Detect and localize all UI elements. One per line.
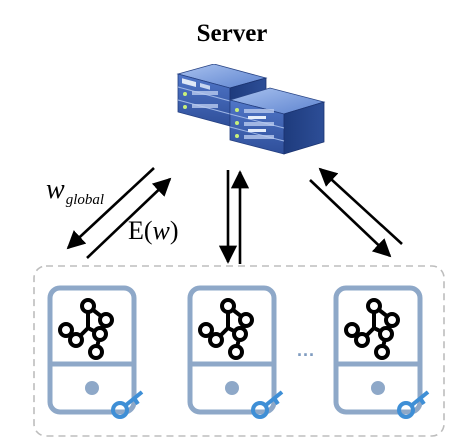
clients-group-border [33,265,445,437]
client-device-2 [187,285,284,419]
mobile-device-icon [47,285,137,415]
download-arrow-right [309,179,392,258]
graph-network-icon [344,298,400,360]
client-device-1 [47,285,144,419]
graph-network-icon [58,298,114,360]
client-device-3 [333,285,430,419]
more-clients-ellipsis: ... [297,340,316,360]
mobile-device-icon [187,285,277,415]
key-icon [397,390,430,419]
key-icon [111,390,144,419]
server-rack-icon [176,64,326,155]
upload-arrow-left [86,177,172,259]
key-icon [251,390,284,419]
mobile-device-icon [333,285,423,415]
download-arrow-left [66,167,155,250]
server-title: Server [196,20,268,47]
upload-arrow-right [318,167,403,245]
download-label: wglobal [46,174,105,208]
graph-network-icon [198,298,254,360]
upload-label: E(w) [128,216,179,245]
